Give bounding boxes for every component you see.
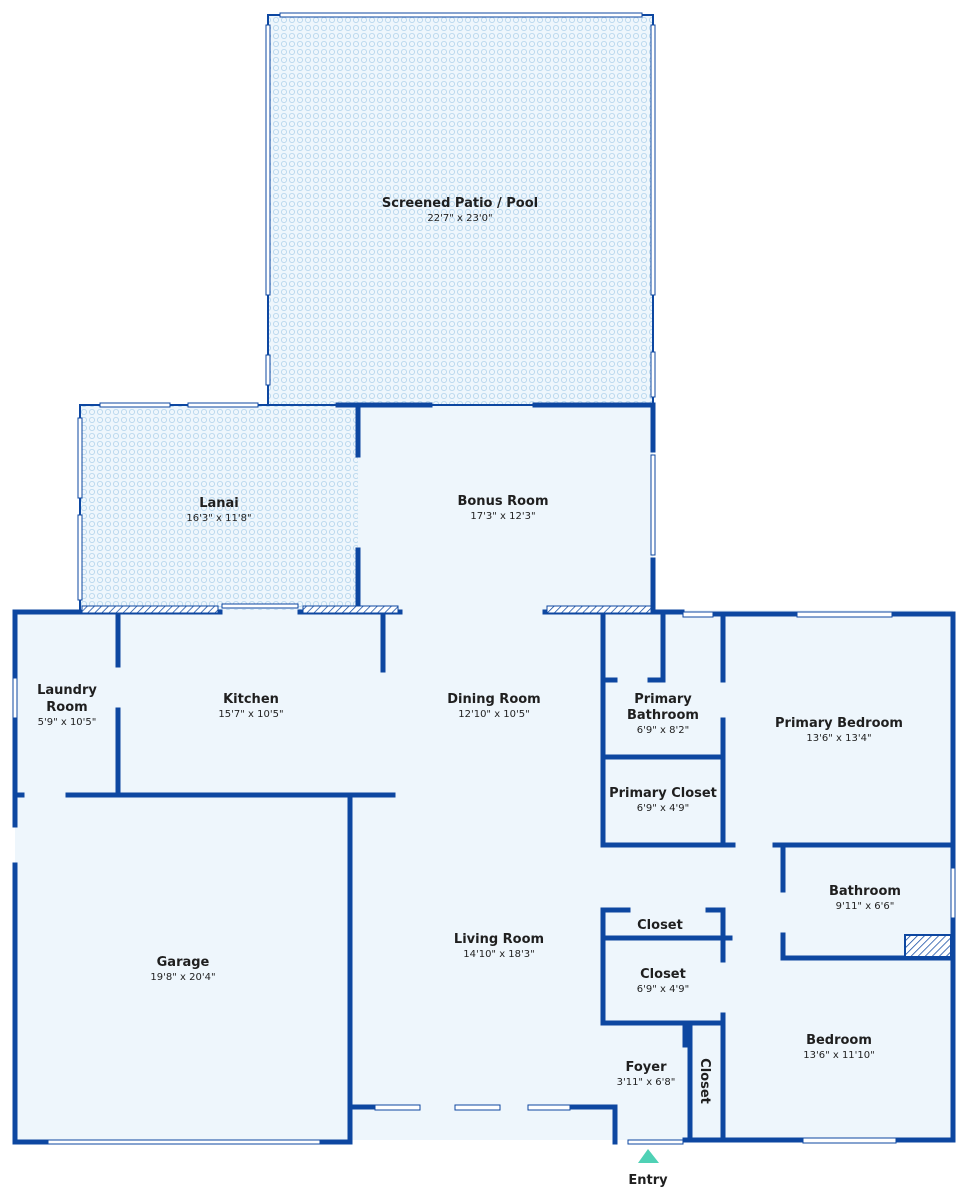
room-name-laundry-2: Room: [46, 700, 87, 715]
window: [12, 677, 18, 719]
window: [950, 867, 956, 919]
room-name-primary-bath-1: Primary: [634, 692, 692, 707]
room-name-bedroom: Bedroom: [806, 1033, 872, 1048]
room-dims-lanai: 16'3" x 11'8": [186, 513, 251, 524]
room-name-foyer: Foyer: [626, 1060, 668, 1075]
window: [99, 402, 171, 408]
room-dims-dining: 12'10" x 10'5": [458, 709, 530, 720]
windows: [12, 12, 956, 1145]
room-dims-bedroom: 13'6" x 11'10": [803, 1050, 875, 1061]
room-name-lanai: Lanai: [199, 496, 239, 511]
window: [265, 24, 271, 296]
window: [77, 417, 83, 499]
window: [454, 1104, 501, 1111]
counter: [302, 605, 399, 614]
window: [650, 351, 656, 398]
entry-arrow-icon: [638, 1149, 659, 1163]
room-name-closet-small: Closet: [637, 918, 683, 933]
room-name-closet-vertical: Closet: [697, 1058, 712, 1104]
window: [802, 1137, 897, 1144]
room-dims-patio: 22'7" x 23'0": [427, 213, 492, 224]
room-dims-bathroom: 9'11" x 6'6": [836, 901, 895, 912]
room-name-primary-bed: Primary Bedroom: [775, 716, 903, 731]
window: [279, 12, 643, 18]
room-dims-closet-mid: 6'9" x 4'9": [637, 984, 689, 995]
room-name-living: Living Room: [454, 932, 544, 947]
window: [77, 514, 83, 601]
room-dims-kitchen: 15'7" x 10'5": [218, 709, 283, 720]
window: [650, 24, 656, 296]
entry-label: Entry: [628, 1173, 668, 1188]
room-name-bonus: Bonus Room: [457, 494, 548, 509]
door-opening: [627, 1139, 684, 1145]
bonus-floor: [358, 405, 653, 610]
window: [265, 354, 271, 386]
room-name-primary-closet: Primary Closet: [609, 786, 717, 801]
window: [796, 611, 893, 618]
window: [47, 1139, 321, 1145]
window: [650, 454, 656, 556]
window: [221, 603, 299, 609]
counters: [81, 605, 952, 958]
room-name-dining: Dining Room: [447, 692, 540, 707]
window: [527, 1104, 571, 1111]
window: [374, 1104, 421, 1111]
room-dims-primary-bed: 13'6" x 13'4": [806, 733, 871, 744]
main-floor: [15, 610, 953, 1140]
patio-floor: [268, 15, 653, 405]
entry-marker: Entry: [628, 1149, 668, 1188]
room-dims-primary-closet: 6'9" x 4'9": [637, 803, 689, 814]
room-dims-living: 14'10" x 18'3": [463, 949, 535, 960]
lanai-floor: [80, 405, 358, 610]
floor-fills: [15, 15, 953, 1140]
room-dims-primary-bath: 6'9" x 8'2": [637, 725, 689, 736]
room-name-laundry-1: Laundry: [37, 683, 97, 698]
window: [682, 611, 714, 618]
room-name-patio: Screened Patio / Pool: [382, 196, 538, 211]
room-dims-laundry: 5'9" x 10'5": [38, 717, 97, 728]
room-name-closet-mid: Closet: [640, 967, 686, 982]
window: [187, 402, 259, 408]
counter: [546, 605, 652, 614]
room-dims-bonus: 17'3" x 12'3": [470, 511, 535, 522]
room-dims-foyer: 3'11" x 6'8": [617, 1077, 676, 1088]
room-name-kitchen: Kitchen: [223, 692, 279, 707]
room-name-garage: Garage: [157, 955, 210, 970]
counter: [81, 605, 219, 614]
room-dims-garage: 19'8" x 20'4": [150, 972, 215, 983]
shower: [904, 934, 952, 958]
room-labels: Screened Patio / Pool 22'7" x 23'0" Lana…: [37, 196, 903, 1104]
room-name-bathroom: Bathroom: [829, 884, 901, 899]
room-name-primary-bath-2: Bathroom: [627, 708, 699, 723]
